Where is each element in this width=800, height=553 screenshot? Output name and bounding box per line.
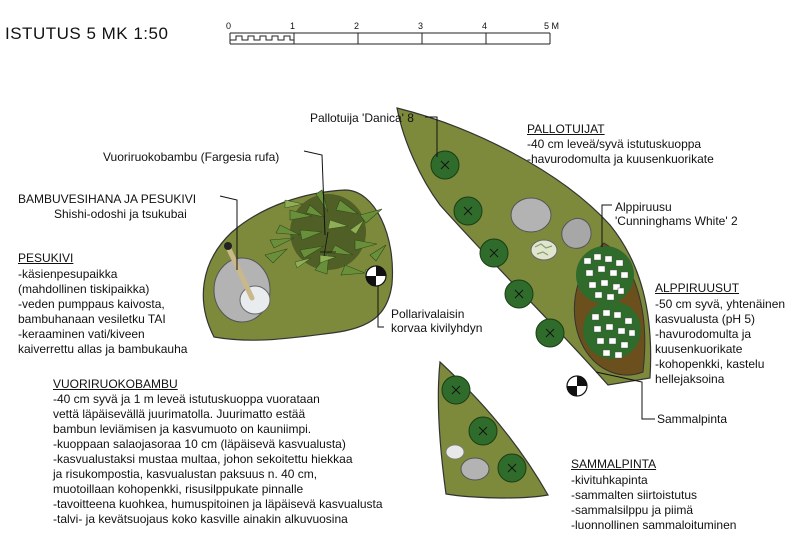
pesukivi-line: (mahdollinen tiskipaikka) xyxy=(18,282,150,296)
label-vuoriruokobambu: Vuoriruokobambu (Fargesia rufa) xyxy=(103,150,280,164)
thuja-markers xyxy=(440,160,555,338)
pesukivi-line: bambuhanaan vesiletku TAI xyxy=(18,312,166,326)
leader-lines xyxy=(219,116,655,420)
bamboo-plant xyxy=(264,189,387,277)
alppiruusut-heading: ALPPIRUUSUT xyxy=(655,281,740,295)
page-title: ISTUTUS 5 MK 1:50 xyxy=(5,24,169,43)
stone-5 xyxy=(460,457,490,481)
lower-thuja-markers xyxy=(451,385,517,473)
alppiruusut-line: kasvualusta (pH 5) xyxy=(655,312,756,326)
stone-1 xyxy=(510,197,552,233)
label-alppiruusu-variety: 'Cunninghams White' 2 xyxy=(615,214,738,228)
label-alppiruusu: Alppiruusu xyxy=(615,200,672,214)
sammalpinta-heading: SAMMALPINTA xyxy=(571,457,657,471)
stone-3 xyxy=(530,239,558,261)
bamboo-spout xyxy=(224,242,255,301)
pesukivi-heading: PESUKIVI xyxy=(18,251,74,265)
vuoriruokobambu-line: muotoillaan kohopenkki, risusilppukate p… xyxy=(53,482,304,496)
scale-label: 4 xyxy=(482,21,488,31)
pesukivi-line: -keraaminen vati/kiveen xyxy=(18,327,145,341)
label-pallotuija: Pallotuija 'Danica' 8 xyxy=(310,111,414,125)
sammalpinta-line: -sammalten siirtoistutus xyxy=(571,488,698,502)
label-pollarivalaisin-note: korvaa kivilyhdyn xyxy=(391,321,483,335)
vuoriruokobambu-line: vettä läpäisevällä juurimatolla. Juurima… xyxy=(53,407,306,421)
alppiruusut-line: -kohopenkki, kastelu xyxy=(655,357,765,371)
vuoriruokobambu-line: bambun leviämisen ja kasvumuoto on kauni… xyxy=(53,422,312,436)
pesukivi-line: -veden pumppaus kaivosta, xyxy=(18,297,165,311)
scale-label: 5 M xyxy=(544,21,560,31)
vuoriruokobambu-heading: VUORIRUOKOBAMBU xyxy=(53,377,178,391)
label-bambuvesihana-title: BAMBUVESIHANA JA PESUKIVI xyxy=(18,192,197,206)
label-pollarivalaisin: Pollarivalaisin xyxy=(391,307,465,321)
sammalpinta-line: -luonnollinen sammaloituminen xyxy=(571,518,737,532)
vuoriruokobambu-line: ja risukompostia, kasvualustan paksuus n… xyxy=(53,467,318,481)
stone-2 xyxy=(561,217,592,249)
alppiruusut-line: -havurodomulta ja xyxy=(655,327,752,341)
scale-label: 2 xyxy=(354,21,360,31)
rhododendron-1 xyxy=(576,246,634,304)
bollard-lamp xyxy=(365,265,387,287)
stone-4 xyxy=(445,444,465,460)
scale-label: 0 xyxy=(226,21,232,31)
vuoriruokobambu-line: -talvi- ja kevätsuojaus koko kasville ai… xyxy=(53,512,348,526)
label-bambuvesihana-sub: Shishi-odoshi ja tsukubai xyxy=(54,207,187,221)
pallotuijat-line: -40 cm leveä/syvä istutuskuoppa xyxy=(527,137,702,151)
wash-stone xyxy=(213,257,271,323)
pallotuijat-line: -havurodomulta ja kuusenkuorikate xyxy=(527,152,714,166)
vuoriruokobambu-line: -40 cm syvä ja 1 m leveä istutuskuoppa v… xyxy=(53,392,320,406)
bollard-lamp-2 xyxy=(566,375,588,397)
alppiruusut-line: -50 cm syvä, yhtenäinen xyxy=(655,297,786,311)
pesukivi-line: -käsienpesupaikka xyxy=(18,267,118,281)
vuoriruokobambu-line: -tavoitteena kuohkea, humuspitoinen ja l… xyxy=(53,497,383,511)
rhododendron-2 xyxy=(583,301,641,359)
pallotuijat-heading: PALLOTUIJAT xyxy=(527,122,605,136)
label-sammalpinta: Sammalpinta xyxy=(657,412,728,426)
vuoriruokobambu-line: -kasvualustaksi mustaa multaa, johon sek… xyxy=(53,452,353,466)
sammalpinta-line: -kivituhkapinta xyxy=(571,473,648,487)
scale-label: 3 xyxy=(418,21,424,31)
alppiruusut-line: kuusenkuorikate xyxy=(655,342,743,356)
sammalpinta-line: -sammalsilppu ja piimä xyxy=(571,503,694,517)
scale-label: 1 xyxy=(290,21,296,31)
scale-bar xyxy=(229,32,551,45)
vuoriruokobambu-line: -kuoppaan salaojasoraa 10 cm (läpäisevä … xyxy=(53,437,346,451)
pesukivi-line: kaiverrettu allas ja bambukauha xyxy=(18,342,188,356)
alppiruusut-line: hellejaksoina xyxy=(655,372,725,386)
